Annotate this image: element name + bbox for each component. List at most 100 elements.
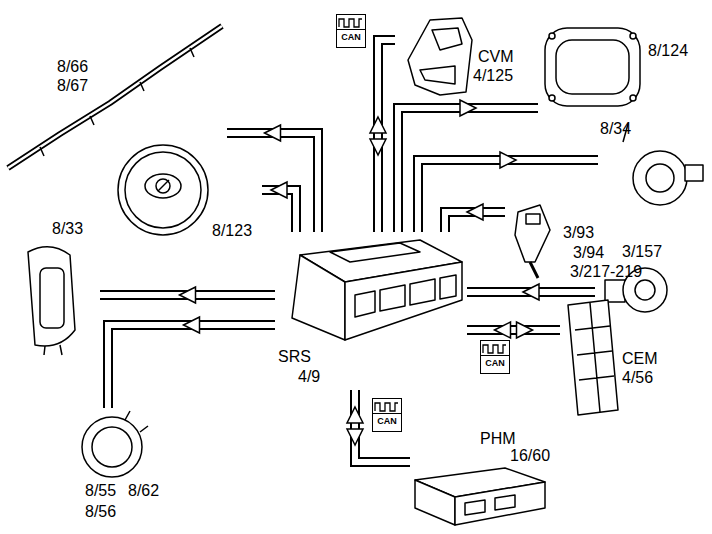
arrow-head: [467, 204, 483, 220]
arrow-head: [460, 100, 476, 116]
phm-connectors: [465, 495, 515, 515]
square-wave-line: [375, 403, 398, 411]
square-wave-line: [339, 19, 362, 27]
arrow-head: [271, 182, 287, 198]
harness-connector: [370, 40, 395, 232]
arrow-head: [180, 287, 196, 303]
curtain-tabs: [40, 48, 194, 156]
callout-number: 3/157: [622, 243, 662, 261]
component-callout: 8/33: [15, 218, 100, 358]
component-callout: 3/157: [595, 240, 680, 320]
camera-housing: [408, 18, 472, 95]
camera-module: [408, 18, 472, 95]
callout-number: 4/9: [298, 368, 320, 386]
callout-number: 8/123: [212, 222, 252, 240]
component-callout: 8/124: [538, 18, 703, 113]
harness-connector: [100, 287, 275, 303]
module-label: [330, 243, 420, 262]
component-callout: 8/34: [598, 118, 706, 210]
component-callout: SRS4/9: [275, 232, 467, 390]
cem-board: [568, 300, 618, 415]
square-wave: [337, 16, 364, 29]
harness-body: [467, 327, 560, 333]
wheel-hub: [145, 174, 181, 198]
emblem-arrow: [158, 180, 169, 191]
phone-module: [415, 468, 545, 525]
callout-number: 4/56: [622, 369, 653, 387]
steering-wheel-airbag: [118, 145, 208, 235]
callout-number: 3/217-219: [570, 263, 642, 281]
harness-body: [418, 160, 598, 232]
component-callout: PHM16/60: [410, 425, 560, 530]
component-callout: CEM4/56: [560, 298, 670, 418]
component-callout: 8/123: [112, 142, 262, 247]
harness-outline: [418, 160, 598, 232]
can-bus-symbol: CAN: [480, 340, 510, 374]
harness-connector: [467, 284, 595, 300]
callout-number: 8/34: [600, 120, 631, 138]
inflator: [82, 411, 148, 477]
harness-body: [378, 40, 395, 232]
harness-body: [355, 390, 410, 462]
can-bus-symbol: CAN: [372, 398, 402, 432]
module-front: [345, 262, 462, 340]
harness-body: [227, 133, 318, 232]
arrow-head: [370, 117, 386, 133]
curtain-airbag: [8, 26, 222, 168]
pretensioner-core: [646, 164, 674, 192]
harness-outline: [355, 390, 410, 462]
camera-detail: [420, 28, 462, 84]
wheel-rim: [118, 145, 208, 235]
seat-belt-buckle: [515, 205, 550, 278]
phm-front: [455, 482, 545, 525]
curtain-outline: [8, 26, 222, 168]
module-connectors: [355, 275, 456, 317]
phm-side: [415, 480, 455, 525]
arrow-head: [370, 139, 386, 155]
harness-connector: [227, 125, 318, 232]
callout-number: CVM: [478, 48, 514, 66]
airbag-housing: [545, 28, 640, 106]
harness-connector: [108, 317, 275, 408]
harness-connector: [445, 204, 505, 232]
callout-number: 8/124: [648, 42, 688, 60]
harness-connector: [418, 152, 598, 232]
arrow-head: [523, 284, 539, 300]
wheel-cover: [125, 152, 201, 228]
central-electronic-module: [568, 300, 618, 415]
inflator-face: [92, 427, 132, 467]
callout-number: 8/56: [85, 503, 116, 521]
harness-outline: [378, 40, 395, 232]
cem-detail: [575, 303, 614, 412]
side-airbag: [28, 247, 75, 355]
curtain-body: [8, 26, 222, 168]
bus-label: CAN: [373, 413, 401, 429]
square-wave-line: [483, 345, 506, 353]
callout-number: 16/60: [510, 447, 550, 465]
side-airbag-module: [40, 268, 64, 328]
bolt: [549, 33, 555, 39]
harness-outline: [262, 190, 296, 232]
arrow-head: [265, 125, 281, 141]
component-callout: CVM4/125: [395, 12, 525, 97]
square-wave: [373, 400, 400, 413]
pretensioner-body: [633, 151, 687, 205]
harness-connector: [467, 322, 560, 338]
inflator-body: [82, 417, 142, 477]
component-callout: 3/933/943/217-219: [505, 195, 650, 283]
arrow-head: [184, 317, 200, 333]
knee-airbag: [545, 28, 640, 106]
harness-connector: [347, 390, 410, 462]
bus-label: CAN: [481, 355, 509, 371]
harness-connector: [262, 182, 296, 232]
callout-number: PHM: [480, 430, 516, 448]
callout-number: CEM: [622, 350, 658, 368]
side-airbag-body: [28, 247, 75, 346]
wheel-emblem: [156, 179, 170, 193]
callout-number: 3/93: [563, 224, 594, 242]
pretensioner-connector: [685, 165, 703, 181]
sensor-connector: [605, 280, 625, 302]
can-bus-symbol: CAN: [336, 14, 366, 48]
harness-outline: [227, 133, 318, 232]
